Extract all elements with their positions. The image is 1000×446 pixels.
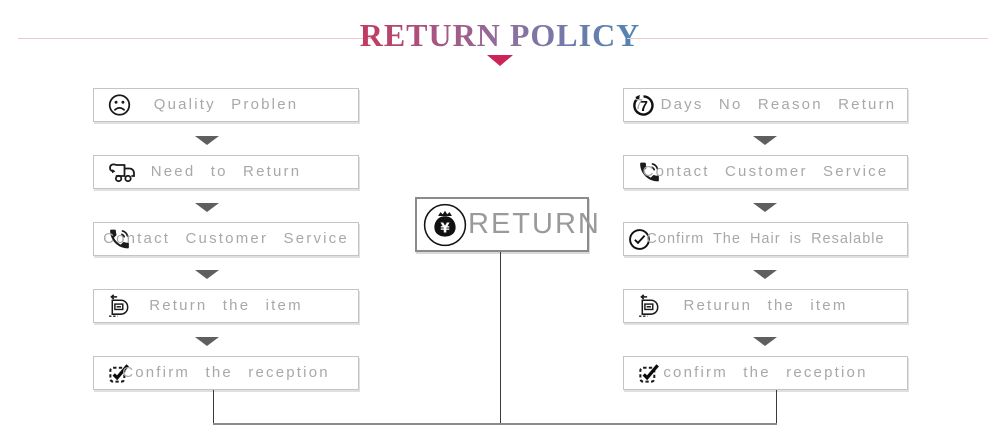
- down-arrow-icon: [195, 136, 219, 145]
- phone-call-icon: [107, 227, 132, 252]
- step-return-the-item-right: Returun the item: [623, 289, 908, 323]
- down-arrow-icon: [753, 270, 777, 279]
- step-label: Confirm The Hair is Resalable: [646, 231, 885, 247]
- seven-days-return-icon: 7: [631, 93, 656, 118]
- connector-left-vertical: [213, 390, 214, 424]
- step-quality-problem: Quality Problen: [93, 88, 359, 122]
- connector-bottom-horizontal: [213, 423, 777, 425]
- return-parcel-icon: [637, 294, 662, 319]
- return-truck-icon: [107, 160, 137, 185]
- step-label: Contact Customer Service: [642, 163, 889, 180]
- down-arrow-icon: [195, 337, 219, 346]
- return-summary-box: ¥ RETURN: [415, 197, 599, 252]
- step-confirm-hair-resalable: Confirm The Hair is Resalable: [623, 222, 908, 256]
- sad-face-icon: [107, 93, 132, 118]
- step-7-days-no-reason: 7 7 Days No Reason Return: [623, 88, 908, 122]
- page-title: RETURN POLICY: [359, 17, 641, 53]
- down-arrow-icon: [753, 136, 777, 145]
- header-divider-right: [627, 38, 988, 39]
- title-pointer-icon: [487, 55, 513, 66]
- down-arrow-icon: [195, 203, 219, 212]
- step-label: Quality Problen: [153, 96, 299, 113]
- connector-right-vertical: [776, 390, 777, 424]
- down-arrow-icon: [753, 203, 777, 212]
- step-label: Confirm the reception: [122, 364, 330, 381]
- yen-symbol: ¥: [440, 221, 450, 236]
- checked-checkbox-icon: [107, 361, 132, 386]
- step-label: confirm the reception: [663, 364, 868, 381]
- header-divider-left: [18, 38, 375, 39]
- step-label: Return the item: [149, 297, 303, 314]
- down-arrow-icon: [195, 270, 219, 279]
- money-bag-icon: ¥: [422, 202, 468, 248]
- return-parcel-icon: [107, 294, 132, 319]
- step-label: Contact Customer Service: [103, 230, 349, 247]
- step-contact-customer-service-right: Contact Customer Service: [623, 155, 908, 189]
- step-confirm-reception-right: confirm the reception: [623, 356, 908, 390]
- step-contact-customer-service-left: Contact Customer Service: [93, 222, 359, 256]
- step-confirm-reception-left: Confirm the reception: [93, 356, 359, 390]
- return-label: RETURN: [468, 208, 601, 240]
- down-arrow-icon: [753, 337, 777, 346]
- step-label: Returun the item: [683, 297, 848, 314]
- step-label: 7 Days No Reason Return: [634, 96, 897, 113]
- step-return-the-item-left: Return the item: [93, 289, 359, 323]
- checked-checkbox-icon: [637, 361, 662, 386]
- phone-call-icon: [637, 160, 662, 185]
- step-label: Need to Return: [150, 163, 302, 180]
- step-need-to-return: Need to Return: [93, 155, 359, 189]
- connector-center-vertical: [500, 252, 501, 424]
- seven-digit: 7: [640, 98, 648, 114]
- check-circle-icon: [627, 227, 652, 252]
